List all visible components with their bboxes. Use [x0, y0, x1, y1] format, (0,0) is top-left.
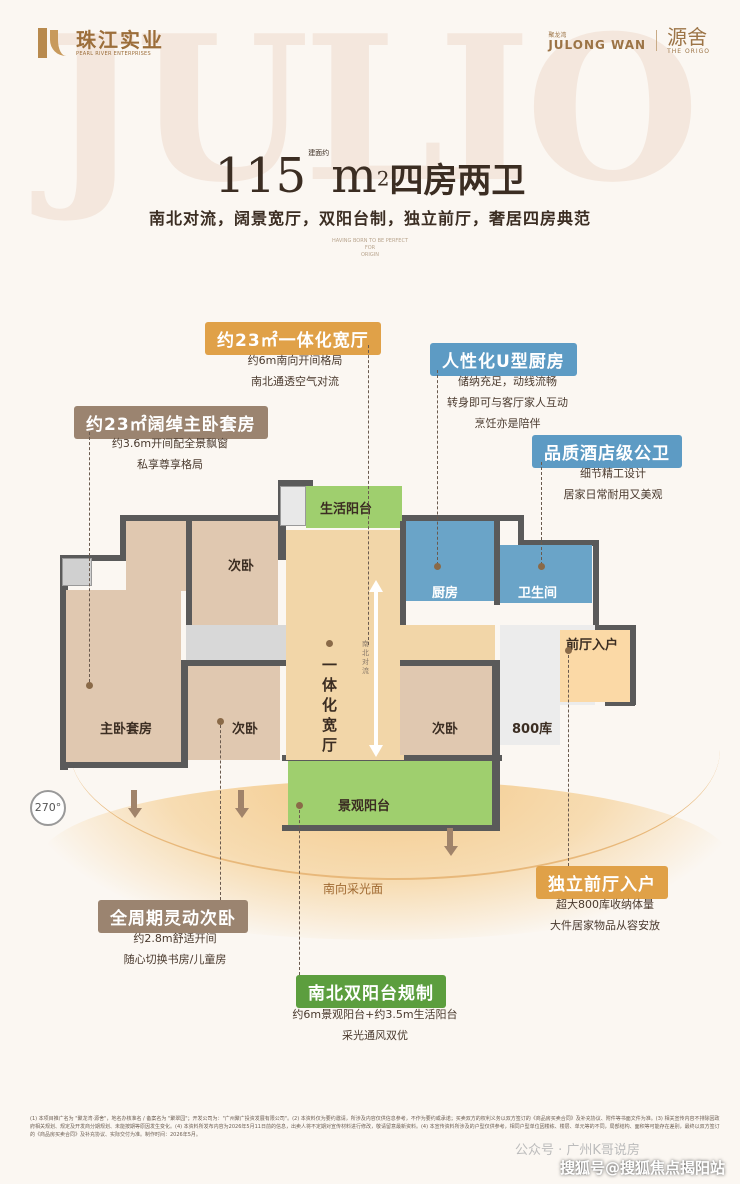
room-life-balcony: 生活阳台: [320, 502, 373, 517]
project-en: JULONG WAN: [548, 38, 647, 52]
tag-living: 约23㎡一体化宽厅: [205, 322, 381, 355]
tag-bedroom: 全周期灵动次卧: [98, 900, 248, 933]
desc-master: 约3.6m开间配全景飘窗私享尊享格局: [111, 437, 229, 471]
room-second-bed-3: 次卧: [432, 722, 459, 737]
flow-arrow-icon: [374, 585, 378, 750]
room-bathroom: 卫生间: [518, 586, 558, 601]
brand-name: 珠江实业: [76, 28, 164, 52]
desc-bath: 细节精工设计居家日常耐用又美观: [563, 467, 663, 501]
brand-mark-icon: [38, 28, 68, 58]
room-foyer: 前厅入户: [566, 638, 619, 653]
window-arrow-icon: [235, 790, 249, 820]
flow-label: 南北对流: [362, 640, 369, 675]
project-en2: THE ORIGO: [667, 48, 710, 55]
footnote: (1) 本项目推广名为 "聚龙湾·源舍"，地名办核准名 / 备案名为 "聚翠园"…: [30, 1116, 720, 1138]
angle-badge: 270°: [30, 790, 66, 826]
desc-balcony: 约6m景观阳台+约3.5m生活阳台采光通风双优: [292, 1008, 458, 1042]
project-logo: 聚龙湾 JULONG WAN 源舍 THE ORIGO: [548, 26, 710, 55]
watermark-wechat: 公众号 · 广州K哥说房: [515, 1143, 640, 1158]
brand-name-en: PEARL RIVER ENTERPRISES: [76, 51, 151, 57]
room-storage: 800库: [512, 722, 553, 737]
tag-bath: 品质酒店级公卫: [532, 435, 682, 468]
area-unit: m: [331, 148, 377, 204]
tag-foyer: 独立前厅入户: [536, 866, 668, 899]
room-second-bed-1: 次卧: [228, 559, 255, 574]
tag-balcony: 南北双阳台规制: [296, 975, 446, 1008]
brand-logo: 珠江实业 PEARL RIVER ENTERPRISES: [38, 28, 164, 58]
tag-kitchen: 人性化U型厨房: [430, 343, 577, 376]
room-master: 主卧套房: [100, 722, 153, 737]
desc-foyer: 超大800库收纳体量大件居家物品从容安放: [550, 898, 660, 932]
window-arrow-icon: [444, 828, 458, 858]
background-letters: JULIO: [46, 10, 699, 227]
desc-bedroom: 约2.8m舒适开间随心切换书房/儿童房: [123, 932, 227, 966]
layout-type: 四房两卫: [389, 161, 526, 201]
light-arc: [70, 620, 720, 880]
area-sup: 2: [376, 166, 390, 191]
subtitle: 南北对流，阔景宽厅，双阳台制，独立前厅，奢居四房典范: [148, 209, 591, 228]
area-label: 建面约: [308, 149, 330, 157]
room-view-balcony: 景观阳台: [338, 799, 391, 814]
tag-master: 约23㎡阔绰主卧套房: [74, 406, 268, 439]
room-living: 一体化宽厅: [322, 656, 338, 754]
room-second-bed-2: 次卧: [232, 722, 259, 737]
room-kitchen: 厨房: [432, 586, 459, 601]
desc-kitchen: 储纳充足，动线流畅转身即可与客厅家人互动烹饪亦是陪伴: [447, 375, 568, 430]
project-cn: 源舍: [667, 25, 708, 49]
area-number: 115: [214, 148, 307, 204]
south-light-label: 南向采光面: [323, 882, 384, 896]
desc-living: 约6m南向开间格局南北通透空气对流: [247, 354, 343, 388]
watermark-sohu: 搜狐号@搜狐焦点揭阳站: [560, 1159, 726, 1177]
window-arrow-icon: [128, 790, 142, 820]
project-small: 聚龙湾: [548, 32, 567, 39]
